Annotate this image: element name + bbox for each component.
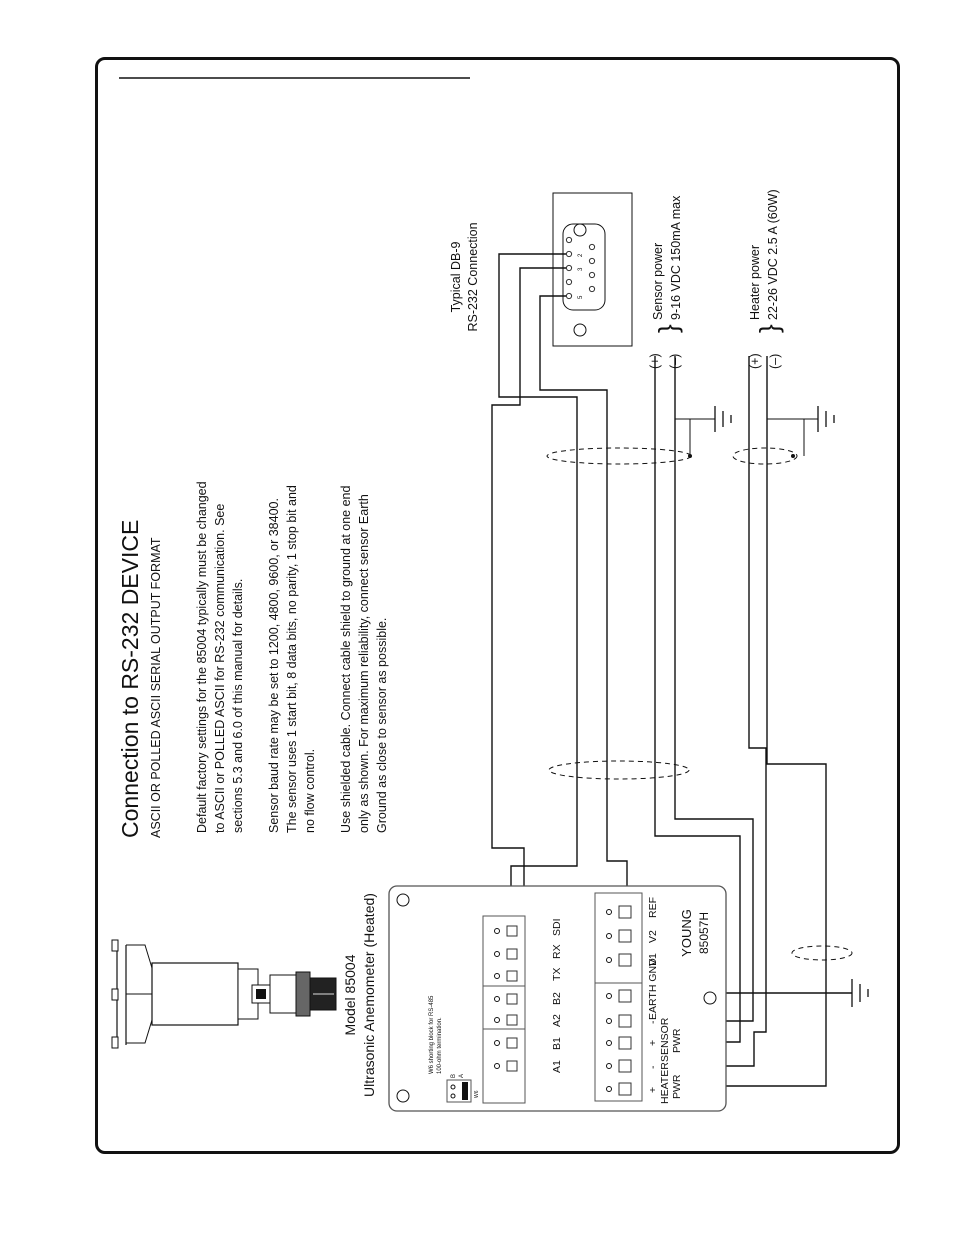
terminal-v2: V2 (647, 930, 659, 943)
board-part-number: 85057H (697, 912, 711, 954)
sensor-label: SENSOR (659, 1017, 671, 1062)
page-title: Connection to RS-232 DEVICE (117, 520, 143, 838)
terminal-ref: REF (647, 897, 659, 918)
para2-line1: Sensor baud rate may be set to 1200, 480… (267, 498, 281, 833)
sensor-power-spec: 9-16 VDC 150mA max (669, 195, 683, 320)
db9-pin-5: 5 (578, 295, 584, 299)
sensor-brace: } (653, 324, 683, 333)
anemometer-illustration (111, 939, 337, 1049)
heater-minus-mark: - (647, 1065, 659, 1069)
jumper-pin-a: A (459, 1074, 465, 1078)
heater-ground-icon (767, 406, 835, 458)
sensor-ground-icon (675, 406, 732, 458)
para1-line2: to ASCII or POLLED ASCII for RS-232 comm… (213, 504, 227, 833)
cable-shield-bottom (791, 945, 853, 961)
sensor-plus-mark: + (647, 1040, 659, 1046)
db9-pin-3: 3 (578, 267, 584, 271)
terminal-b1: B1 (551, 1037, 563, 1050)
earth-ground-icon (851, 979, 869, 1007)
heater-plus-mark: + (647, 1087, 659, 1093)
page-frame (95, 57, 900, 1154)
rs232-wires (491, 253, 628, 971)
sensor-pwr-label: PWR (671, 1028, 683, 1053)
page-subtitle: ASCII OR POLLED ASCII SERIAL OUTPUT FORM… (149, 537, 163, 838)
heater-plus: (+) (748, 353, 762, 369)
cable-shield-top-sensor (546, 447, 692, 465)
para2-line2: The sensor uses 1 start bit, 8 data bits… (285, 485, 299, 833)
heater-power-spec: 22-26 VDC 2.5 A (60W) (766, 189, 780, 320)
heater-label: HEATER (659, 1062, 671, 1104)
para1-line3: sections 5.3 and 6.0 of this manual for … (231, 579, 245, 833)
terminal-sdi: SDI (551, 918, 563, 936)
para3-line3: Ground as close to sensor as possible. (375, 618, 389, 833)
sensor-minus-mark: - (647, 1020, 659, 1024)
terminal-earth-gnd: EARTH GND (647, 958, 659, 1020)
para2-line3: no flow control. (303, 749, 317, 833)
jumper-pin-w6: W6 (474, 1090, 480, 1098)
para3-line1: Use shielded cable. Connect cable shield… (339, 485, 353, 833)
heater-pwr-label: PWR (671, 1074, 683, 1099)
model-line1: Model 85004 (342, 954, 358, 1035)
db9-label-line1: Typical DB-9 (449, 242, 463, 313)
sensor-plus: (+) (648, 353, 662, 369)
db9-label-line2: RS-232 Connection (466, 222, 480, 331)
cable-shield-middle (548, 760, 690, 780)
jumper-pin-b: B (451, 1074, 457, 1078)
heater-power-label: Heater power (748, 245, 762, 320)
model-line2: Ultrasonic Anemometer (Heated) (361, 893, 377, 1097)
terminal-a2: A2 (551, 1014, 563, 1027)
db9-pin-2: 2 (578, 253, 584, 257)
terminal-tx: TX (551, 968, 563, 981)
heater-brace: } (754, 324, 784, 333)
jumper-note-line1: W6 shorting block for RS-485 (429, 995, 435, 1074)
terminal-rx: RX (551, 944, 563, 959)
board-brand: YOUNG (679, 909, 694, 957)
heater-minus: (–) (768, 354, 782, 369)
cable-shield-top-heater (732, 447, 798, 465)
circuit-board (388, 885, 727, 1112)
para3-line2: only as shown. For maximum reliability, … (357, 494, 371, 833)
sensor-minus: (–) (668, 354, 682, 369)
db9-connector: 2 3 5 (552, 192, 633, 347)
sensor-power-label: Sensor power (651, 243, 665, 320)
para1-line1: Default factory settings for the 85004 t… (195, 481, 209, 833)
terminal-a1: A1 (551, 1060, 563, 1073)
terminal-b2: B2 (551, 992, 563, 1005)
terminal-v1: V1 (647, 953, 659, 966)
jumper-note-line2: 100-ohm termination. (437, 1017, 443, 1074)
